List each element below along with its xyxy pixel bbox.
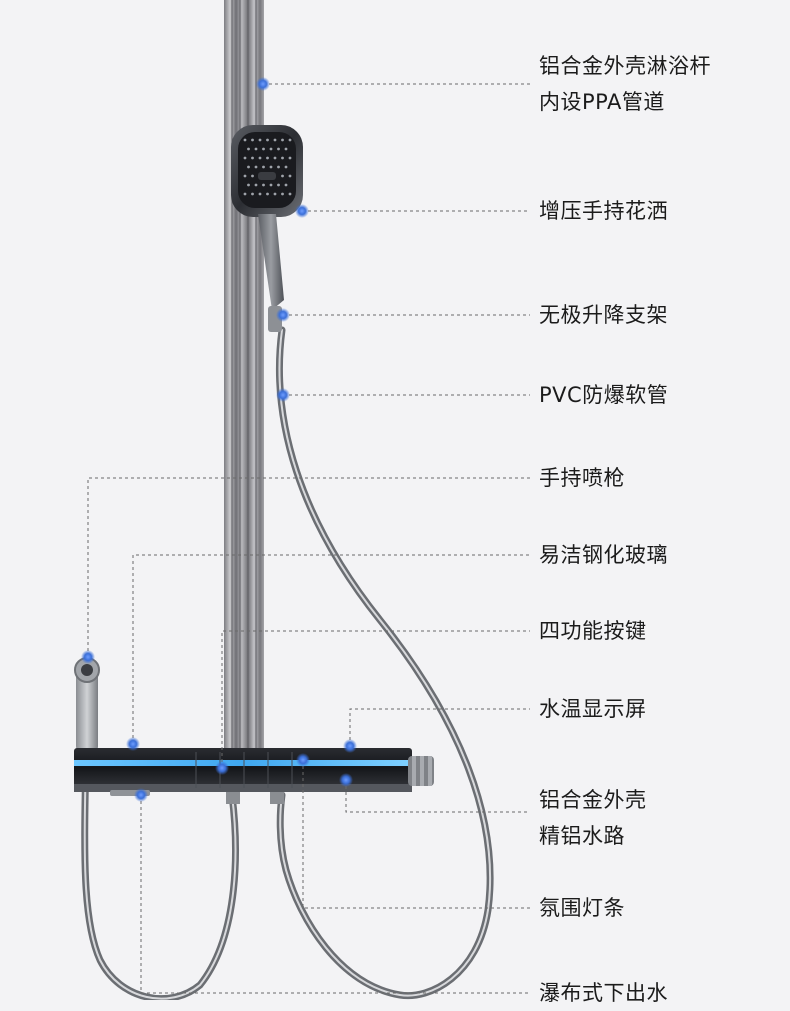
marker-dot	[126, 737, 140, 751]
nozzle-hole	[281, 174, 284, 178]
lower-hoses	[81, 748, 239, 1000]
label-waterfall: 瀑布式下出水	[539, 975, 668, 1011]
marker-dots	[81, 77, 357, 802]
label-rod-line-2: 内设PPA管道	[539, 90, 665, 114]
label-hose-line-1: PVC防爆软管	[539, 383, 669, 407]
nozzle-hole	[251, 174, 254, 178]
nozzle-hole	[254, 165, 258, 169]
leader-waterfall	[140, 795, 530, 994]
leader-buttons	[221, 630, 530, 768]
label-bracket-line-1: 无极升降支架	[539, 303, 668, 327]
nozzle-hole	[281, 138, 284, 142]
leader-lines	[87, 83, 530, 994]
label-light-strip-line-1: 氛围灯条	[539, 896, 625, 920]
label-hand-shower-line-1: 增压手持花洒	[539, 199, 668, 223]
nozzle-hole	[247, 165, 250, 169]
nozzle-hole	[258, 156, 262, 160]
nozzle-hole	[266, 192, 269, 196]
thermostatic-panel	[74, 748, 434, 804]
marker-dot	[343, 739, 357, 753]
leader-housing	[345, 780, 530, 813]
nozzle-hole	[288, 192, 292, 196]
nozzle-hole	[258, 138, 262, 142]
nozzle-hole	[284, 165, 288, 169]
nozzle-hole	[262, 183, 265, 187]
label-spray-gun-line-1: 手持喷枪	[539, 466, 625, 490]
nozzle-hole	[243, 174, 247, 178]
nozzle-hole	[251, 138, 254, 142]
nozzle-hole	[254, 147, 258, 151]
label-glass: 易洁钢化玻璃	[539, 537, 668, 573]
marker-dot	[81, 650, 95, 664]
label-housing-line-2: 精铝水路	[539, 824, 625, 848]
label-glass-line-1: 易洁钢化玻璃	[539, 543, 668, 567]
nozzle-hole	[273, 192, 277, 196]
nozzle-hole	[277, 147, 280, 151]
nozzle-hole	[258, 192, 262, 196]
nozzle-hole	[273, 156, 277, 160]
label-hand-shower: 增压手持花洒	[539, 193, 668, 229]
nozzle-hole	[254, 183, 258, 187]
nozzle-hole	[262, 165, 265, 169]
marker-dot	[276, 388, 290, 402]
nozzle-hole	[273, 138, 277, 142]
label-waterfall-line-1: 瀑布式下出水	[539, 981, 668, 1005]
nozzle-hole	[284, 147, 288, 151]
label-buttons-line-1: 四功能按键	[539, 619, 647, 643]
nozzle-hole	[243, 156, 247, 160]
nozzle-hole	[288, 138, 292, 142]
hand-shower	[231, 125, 303, 332]
nozzle-hole	[277, 183, 280, 187]
hand-spray-gun	[74, 657, 100, 754]
marker-dot	[134, 788, 148, 802]
label-display: 水温显示屏	[539, 691, 647, 727]
nozzle-hole	[251, 192, 254, 196]
nozzle-hole	[269, 183, 273, 187]
marker-dot	[276, 308, 290, 322]
nozzle-hole	[284, 183, 288, 187]
nozzle-hole	[262, 147, 265, 151]
label-rod-line-1: 铝合金外壳淋浴杆	[539, 54, 711, 78]
nozzle-hole	[251, 156, 254, 160]
leader-glass	[132, 554, 530, 744]
nozzle-hole	[281, 156, 284, 160]
label-spray-gun: 手持喷枪	[539, 460, 625, 496]
marker-dot	[296, 753, 310, 767]
marker-dot	[256, 77, 270, 91]
label-display-line-1: 水温显示屏	[539, 697, 647, 721]
nozzle-hole	[247, 183, 250, 187]
shower-rod	[224, 0, 264, 752]
nozzle-hole	[269, 165, 273, 169]
nozzle-hole	[243, 138, 247, 142]
nozzle-hole	[288, 174, 292, 178]
nozzle-hole	[266, 138, 269, 142]
nozzle-hole	[266, 156, 269, 160]
nozzle-hole	[288, 156, 292, 160]
label-housing-line-1: 铝合金外壳	[539, 788, 647, 812]
nozzle-hole	[269, 147, 273, 151]
label-light-strip: 氛围灯条	[539, 890, 625, 926]
marker-dot	[215, 761, 229, 775]
nozzle-hole	[247, 147, 250, 151]
nozzle-hole	[277, 165, 280, 169]
label-bracket: 无极升降支架	[539, 297, 668, 333]
label-hose: PVC防爆软管	[539, 377, 668, 413]
nozzle-hole	[281, 192, 284, 196]
leader-display	[349, 708, 530, 746]
label-rod: 铝合金外壳淋浴杆 内设PPA管道	[539, 48, 711, 120]
nozzle-hole	[243, 192, 247, 196]
leader-light-strip	[302, 760, 530, 909]
marker-dot	[339, 773, 353, 787]
pvc-hose	[276, 326, 494, 1000]
marker-dot	[295, 204, 309, 218]
label-housing: 铝合金外壳 精铝水路	[539, 782, 647, 854]
label-buttons: 四功能按键	[539, 613, 647, 649]
